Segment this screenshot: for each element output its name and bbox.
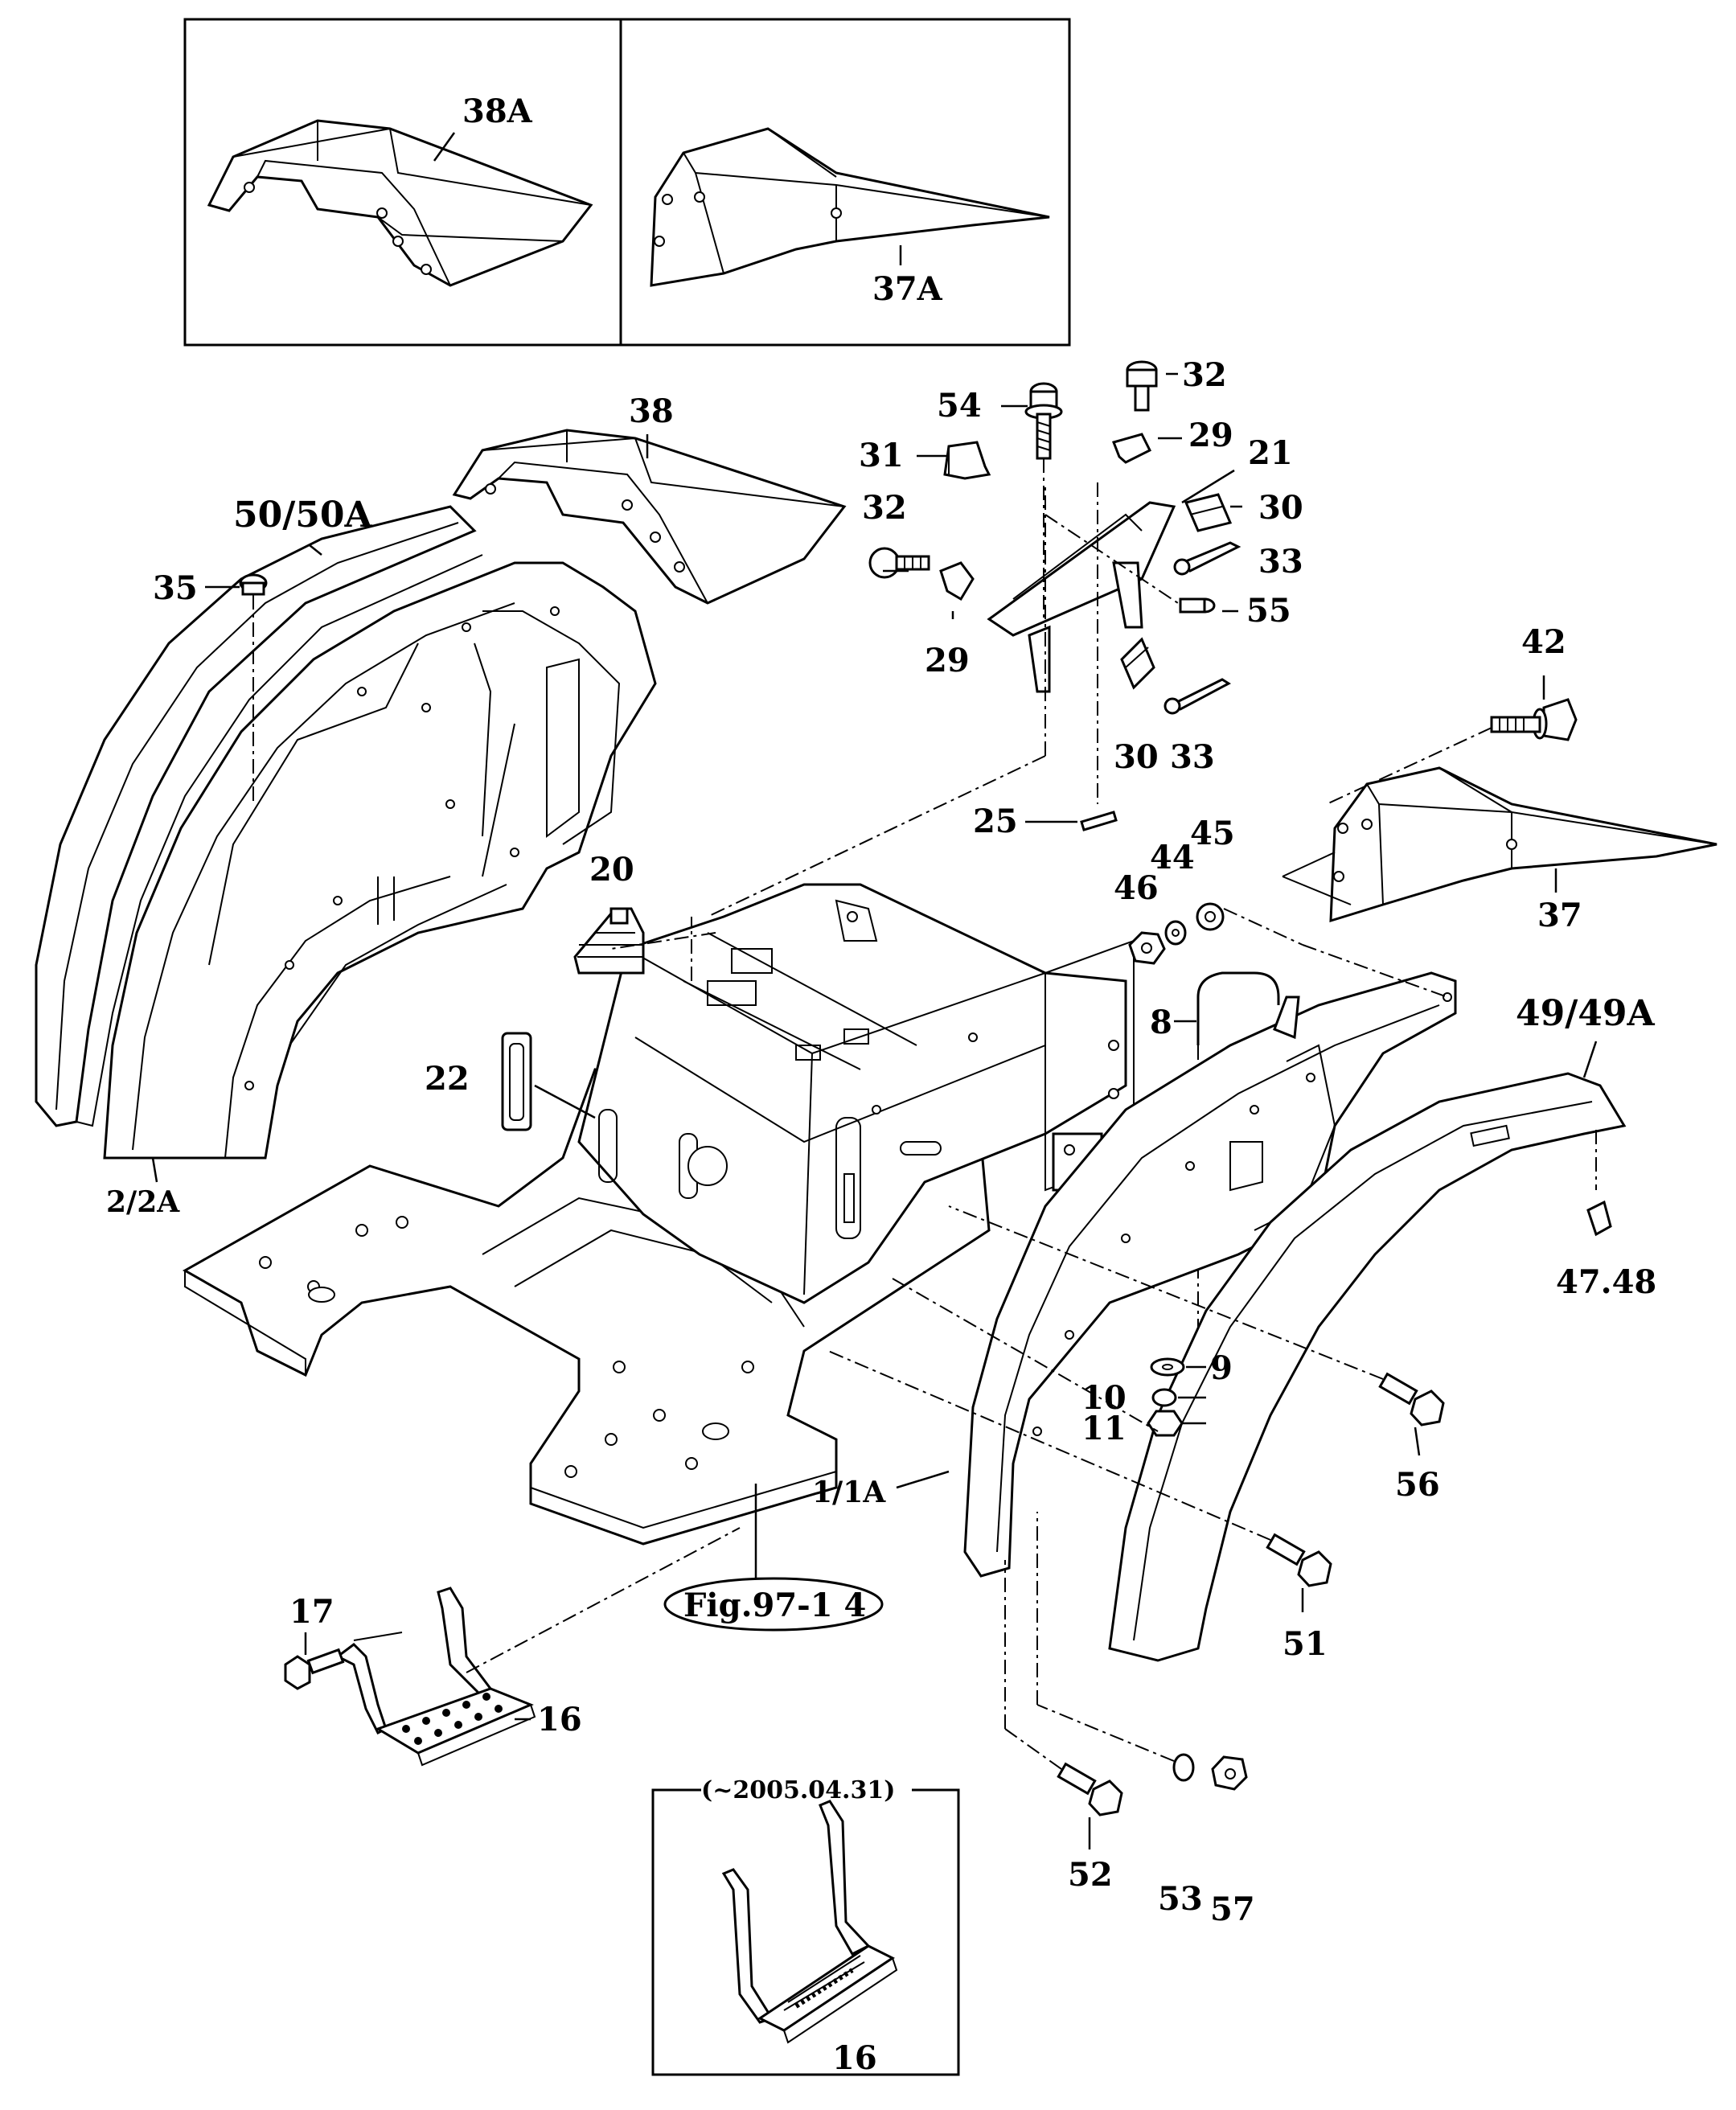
callout-21: 21 bbox=[1248, 434, 1293, 472]
callout-53: 53 bbox=[1158, 1880, 1203, 1918]
callout-38A: 38A bbox=[462, 92, 533, 130]
part-16-step bbox=[335, 1527, 741, 1767]
callout-16-inset: 16 bbox=[832, 2039, 877, 2077]
part-2-inner-fender bbox=[103, 561, 657, 1160]
part-51-bolt bbox=[827, 1350, 1332, 1587]
part-38-cover bbox=[452, 429, 847, 605]
part-21-bracket bbox=[987, 501, 1176, 693]
callout-54: 54 bbox=[937, 387, 982, 425]
callout-45: 45 bbox=[1190, 815, 1235, 852]
callout-1-1A: 1/1A bbox=[812, 1476, 886, 1509]
leader-lines bbox=[151, 132, 1598, 1849]
inset-variant-panel bbox=[183, 18, 1071, 347]
part-10-washer bbox=[1151, 1388, 1177, 1407]
callout-44: 44 bbox=[1150, 839, 1195, 876]
part-20-boot bbox=[573, 907, 645, 975]
seat-frame-slots bbox=[598, 948, 773, 1199]
callout-22: 22 bbox=[425, 1060, 470, 1098]
callout-29-left: 29 bbox=[925, 642, 970, 679]
part-33-pin-upper bbox=[1173, 541, 1241, 576]
part-57-nut bbox=[1211, 1755, 1248, 1791]
part-42-bolt bbox=[1326, 698, 1578, 805]
callout-50-50A: 50/50A bbox=[233, 495, 373, 536]
part-22-pad bbox=[501, 1032, 596, 1131]
callout-55: 55 bbox=[1246, 592, 1291, 630]
part-8-ubolt bbox=[1196, 971, 1280, 1351]
part-17-bolt bbox=[284, 1648, 345, 1690]
inset-step-variant bbox=[651, 1779, 960, 2076]
inset-date-note: (~2005.04.31) bbox=[701, 1776, 895, 1804]
part-32-knob-top bbox=[1126, 360, 1158, 412]
part-37-cover bbox=[1282, 766, 1718, 923]
part-25-strip bbox=[1080, 482, 1118, 831]
part-47-48-clip bbox=[1586, 1200, 1612, 1237]
figure-reference bbox=[663, 1484, 884, 1632]
callout-35: 35 bbox=[153, 569, 198, 607]
callout-16-main: 16 bbox=[537, 1701, 582, 1738]
callout-33-lower: 33 bbox=[1170, 738, 1215, 776]
callout-57: 57 bbox=[1210, 1890, 1255, 1928]
callout-51: 51 bbox=[1283, 1625, 1328, 1663]
part-30-clip-upper bbox=[1184, 493, 1233, 532]
part-11-nut bbox=[1147, 1410, 1184, 1437]
part-49-right-fender bbox=[1108, 1072, 1627, 1662]
callout-32-left: 32 bbox=[862, 489, 907, 527]
callout-10: 10 bbox=[1081, 1379, 1127, 1417]
part-37A-cover bbox=[650, 127, 1050, 287]
part-31-clip bbox=[943, 441, 991, 480]
callout-8: 8 bbox=[1150, 1004, 1172, 1041]
callout-29-top: 29 bbox=[1188, 417, 1233, 454]
part-33-pin-lower bbox=[1163, 678, 1231, 715]
part-54-bolt bbox=[1024, 382, 1063, 619]
part-32-knob-left bbox=[868, 547, 930, 579]
part-52-bolt bbox=[1004, 1560, 1123, 1816]
callout-47-48: 47.48 bbox=[1556, 1263, 1656, 1301]
callout-32-top: 32 bbox=[1182, 356, 1227, 394]
part-29-clip-top bbox=[1112, 433, 1152, 464]
callout-20: 20 bbox=[589, 851, 634, 889]
callout-31: 31 bbox=[859, 437, 904, 474]
callout-49-49A: 49/49A bbox=[1516, 993, 1656, 1034]
fig-reference-label: Fig.97-1 4 bbox=[683, 1587, 866, 1624]
callout-2-2A: 2/2A bbox=[106, 1185, 180, 1219]
part-44-washer bbox=[1164, 920, 1187, 946]
callout-56: 56 bbox=[1395, 1466, 1440, 1504]
callout-37A: 37A bbox=[872, 270, 943, 308]
callout-11: 11 bbox=[1081, 1410, 1127, 1447]
part-53-washer bbox=[1036, 1512, 1195, 1782]
callout-9: 9 bbox=[1210, 1349, 1233, 1387]
assembly-lines bbox=[610, 482, 1448, 1432]
callout-17: 17 bbox=[289, 1593, 334, 1631]
part-35-plug bbox=[239, 573, 268, 804]
part-46-nut bbox=[1128, 931, 1166, 965]
callout-46: 46 bbox=[1114, 869, 1159, 907]
callout-37: 37 bbox=[1537, 897, 1582, 934]
part-56-bolt bbox=[948, 1205, 1445, 1427]
part-9-washer bbox=[1150, 1357, 1185, 1377]
callout-38: 38 bbox=[629, 392, 674, 430]
callout-42: 42 bbox=[1521, 623, 1566, 661]
callout-33-upper: 33 bbox=[1258, 543, 1303, 581]
part-30-clip-lower bbox=[1120, 637, 1155, 690]
callout-labels: 38A 37A 38 50/50A 35 54 32 29 31 21 32 3… bbox=[106, 92, 1656, 2077]
part-50-left-fender bbox=[35, 505, 483, 1127]
part-1-right-fender bbox=[963, 971, 1457, 1578]
callout-30-upper: 30 bbox=[1258, 489, 1303, 527]
part-45-washer bbox=[1196, 902, 1303, 946]
callout-25: 25 bbox=[973, 803, 1018, 840]
part-29-clip-left bbox=[939, 561, 975, 601]
part-38A-cover bbox=[207, 119, 593, 287]
callout-52: 52 bbox=[1068, 1856, 1113, 1894]
part-55-screw bbox=[1044, 514, 1216, 614]
callout-30-lower: 30 bbox=[1114, 738, 1159, 776]
